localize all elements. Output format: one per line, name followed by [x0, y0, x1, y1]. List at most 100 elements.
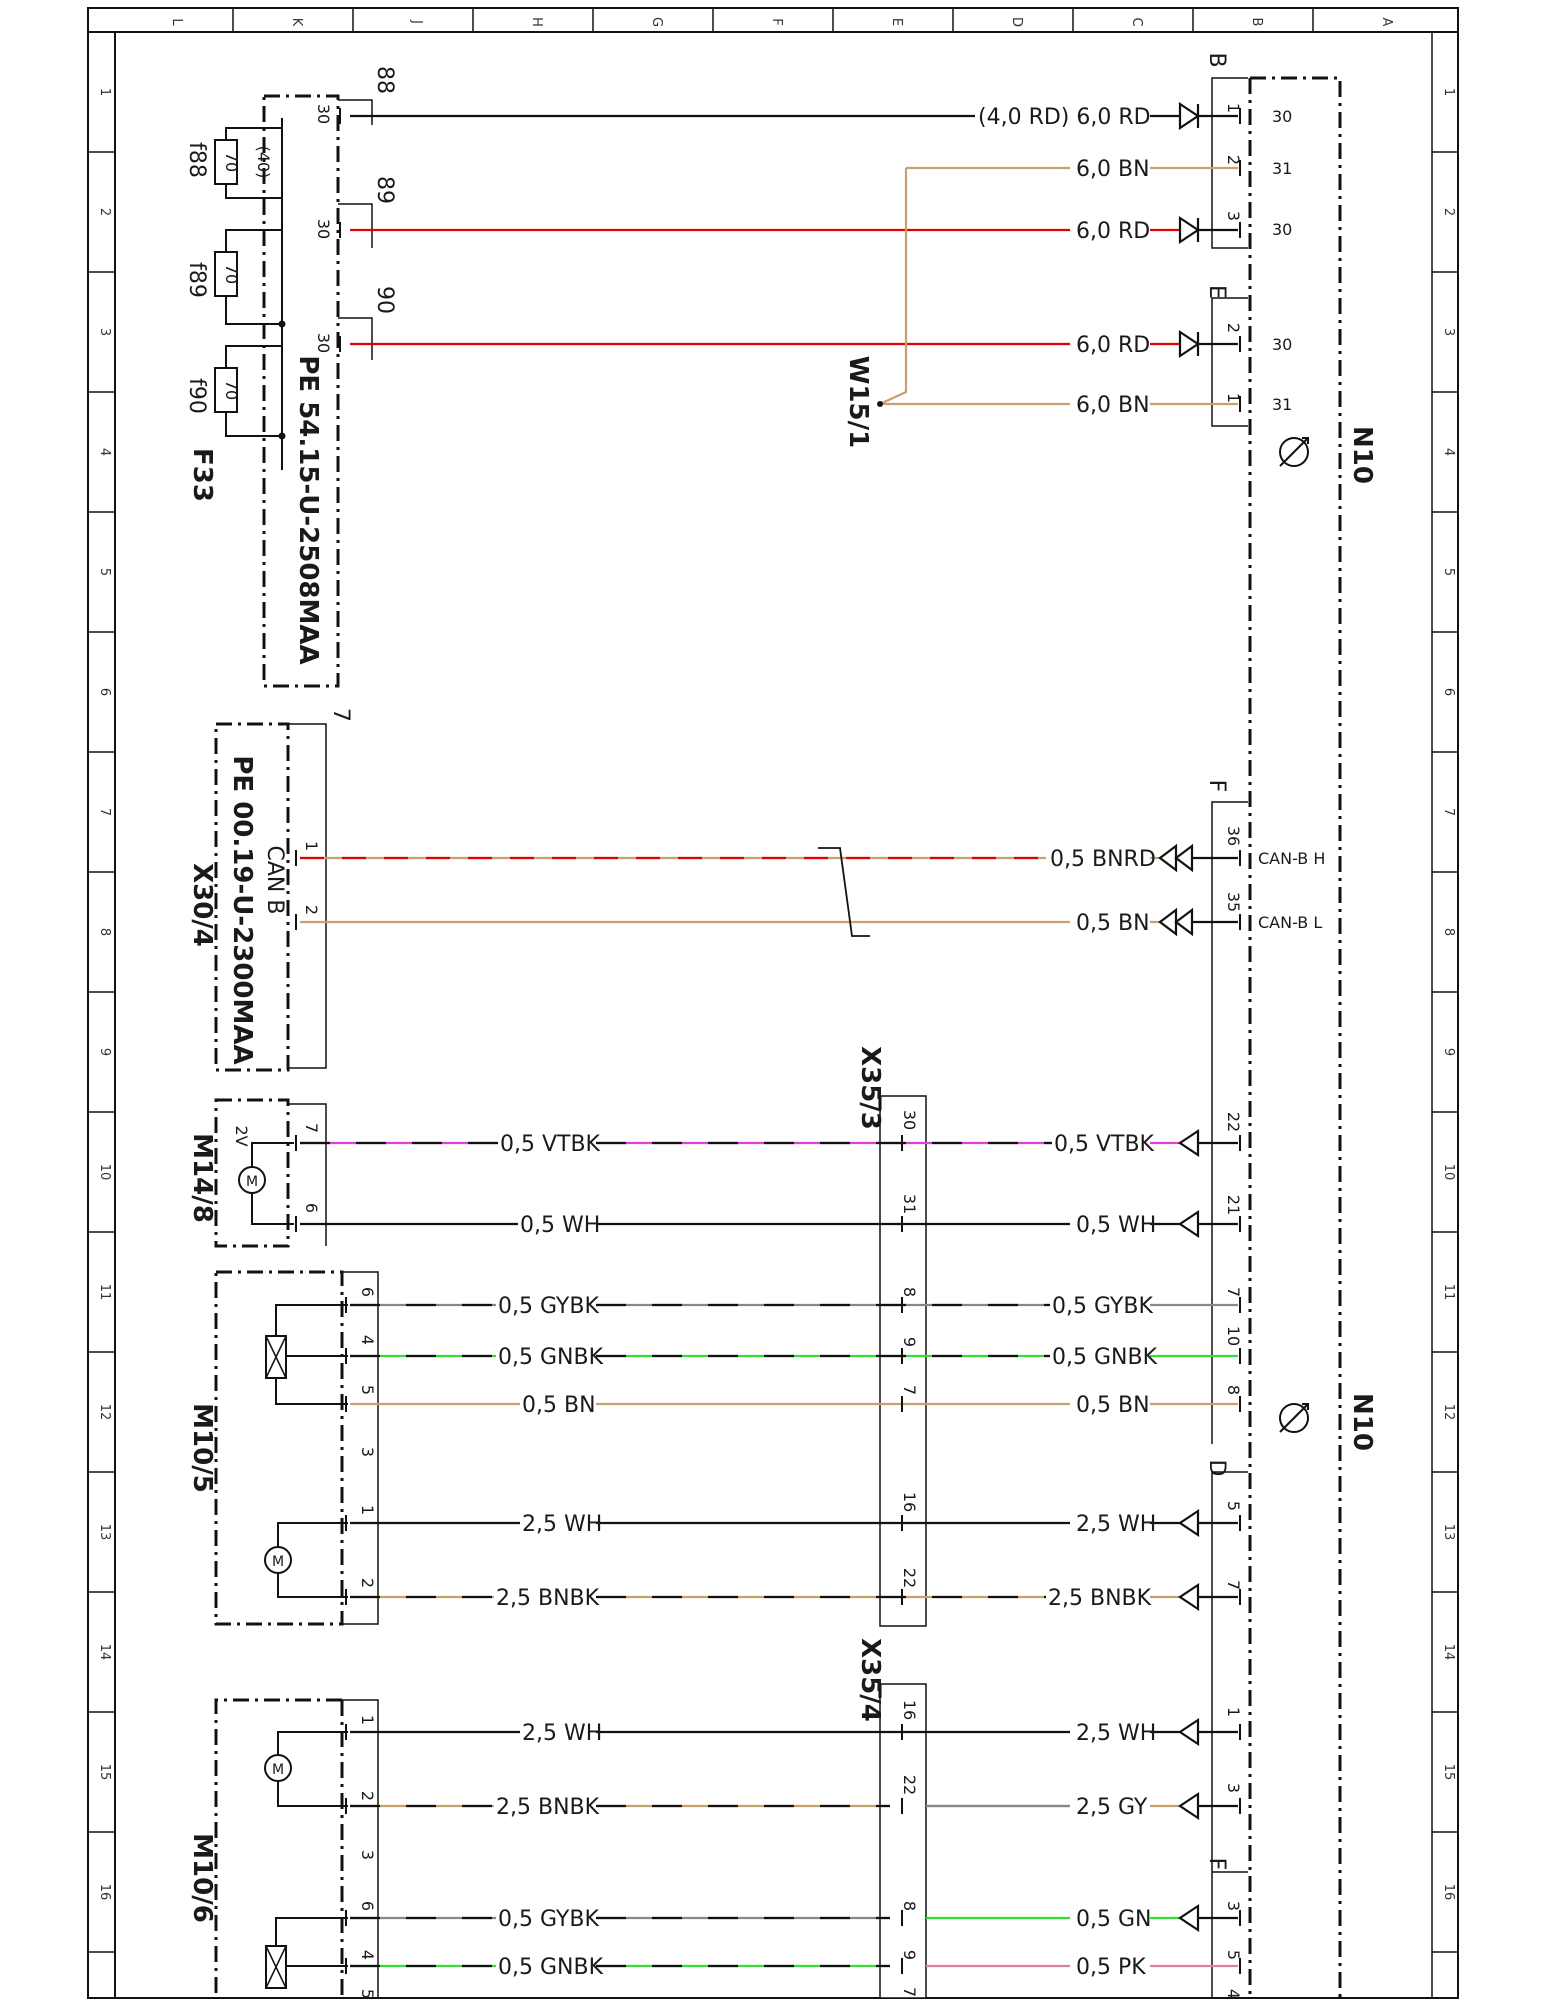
pin-number: 8: [1224, 1385, 1243, 1395]
wire-label: 2,5 WH: [522, 1721, 602, 1746]
terminal-number: 30: [1272, 335, 1292, 354]
col-label: F: [769, 18, 784, 25]
svg-text:M: M: [246, 1174, 258, 1190]
wire-label: 0,5 BNRD: [1050, 847, 1156, 872]
wires: [300, 114, 1238, 1968]
fuse-value: 70: [222, 380, 241, 400]
component-x35-3[interactable]: 30 31 8 9 7 16 22 X35/3: [855, 1046, 927, 1627]
row-label: 4: [1441, 448, 1456, 456]
wire-label: 0,5 GYBK: [498, 1294, 599, 1319]
pin-number: 2: [358, 1791, 377, 1801]
row-label: 13: [1441, 1524, 1456, 1541]
pin-number: 9: [900, 1337, 919, 1347]
terminal-number: 31: [1272, 395, 1292, 414]
col-label: H: [529, 17, 544, 27]
terminal-number: 88: [372, 66, 397, 94]
connection-arrows: [1158, 101, 1238, 1933]
pin-number: 7: [900, 1987, 919, 1997]
bus-label: CAN B: [262, 846, 287, 915]
wire-ground-1[interactable]: [879, 166, 1238, 405]
pin-number: 1: [302, 841, 321, 851]
row-label: 8: [1441, 928, 1456, 936]
row-label: 12: [1441, 1404, 1456, 1421]
pin-number: 1: [358, 1715, 377, 1725]
col-label: B: [1249, 18, 1264, 27]
fuse-id: f89: [184, 262, 209, 298]
row-label: 3: [1441, 328, 1456, 336]
wire-label: 6,0 BN: [1076, 393, 1150, 418]
pin-number: 2: [302, 905, 321, 915]
pin-number: 6: [358, 1901, 377, 1911]
row-label: 16: [1441, 1884, 1456, 1901]
component-m10-5[interactable]: M 6 4 5 3 1 2 M10/5: [187, 1270, 379, 1626]
row-label: 6: [1441, 688, 1456, 696]
fuse-value: 70: [222, 264, 241, 284]
row-label: 9: [1441, 1048, 1456, 1056]
component-w15-1[interactable]: W15/1: [843, 356, 883, 448]
fuse-id: f88: [184, 142, 209, 178]
pin-number: 16: [900, 1700, 919, 1720]
row-label: 7: [1441, 808, 1456, 816]
row-label: 14: [97, 1644, 112, 1661]
component-f33[interactable]: 70 (40) 70 70 f88 f89 f90 F33 PE 54.15-U…: [184, 66, 397, 688]
wire-label: 0,5 GNBK: [498, 1955, 604, 1980]
component-label-x30-4: X30/4: [187, 863, 217, 947]
fuse-alt-value: (40): [254, 146, 273, 179]
wire-label: 0,5 VTBK: [500, 1132, 601, 1157]
connector-letter: D: [1204, 1460, 1229, 1477]
connector-letter: E: [1204, 285, 1229, 299]
component-x35-4[interactable]: 16 22 8 9 7 X35/4: [855, 1638, 927, 1999]
wire-label: 0,5 PK: [1076, 1955, 1146, 1980]
row-ticks: [88, 32, 1458, 1998]
component-label-f33: F33: [187, 448, 217, 502]
electronic-unit-icon: [1279, 437, 1309, 467]
wire-label: 0,5 GNBK: [498, 1345, 604, 1370]
component-label-n10: N10: [1347, 426, 1377, 484]
component-n10[interactable]: B E F D F 1 2 3 2 1 30 31 30 30 31 36 35…: [1204, 52, 1377, 1999]
wire-label: 0,5 GNBK: [1052, 1345, 1158, 1370]
pin-number: 3: [358, 1850, 377, 1860]
wire-label: 2,5 WH: [1076, 1512, 1156, 1537]
pin-number: 3: [1224, 211, 1243, 221]
component-m10-6[interactable]: M 1 2 3 6 4 5 M10/6: [187, 1698, 379, 1999]
column-letters: L K J H G F E D C B A: [169, 17, 1394, 27]
pin-number: 4: [358, 1335, 377, 1345]
pin-number: 6: [302, 1203, 321, 1213]
connector-letter: F: [1204, 780, 1229, 793]
pin-number: 2: [1224, 323, 1243, 333]
pin-number: 4: [1224, 1989, 1243, 1999]
row-label: 10: [97, 1164, 112, 1181]
wire-label: 2,5 WH: [522, 1512, 602, 1537]
wire-label: 6,0 RD: [1076, 333, 1150, 358]
fuse-value: 70: [222, 152, 241, 172]
pin-number: 31: [900, 1194, 919, 1214]
wire-label: 0,5 BN: [1076, 1393, 1150, 1418]
pin-number: 7: [1224, 1580, 1243, 1590]
component-label-w15-1: W15/1: [843, 356, 873, 448]
pin-number: 4: [358, 1950, 377, 1960]
terminal-number: 31: [1272, 159, 1292, 178]
pin-number: 35: [1224, 892, 1243, 912]
terminal-number: 89: [372, 176, 397, 204]
row-label: 15: [97, 1764, 112, 1781]
pin-number: 3: [1224, 1901, 1243, 1911]
outer-frame: [87, 7, 1459, 1999]
pin-number: 5: [1224, 1501, 1243, 1511]
col-label: K: [289, 18, 304, 27]
pin-number: 22: [1224, 1112, 1243, 1132]
row-label: 9: [97, 1048, 112, 1056]
pin-number: 22: [900, 1775, 919, 1795]
row-label: 6: [97, 688, 112, 696]
row-label: 15: [1441, 1764, 1456, 1781]
can-high-label: CAN-B H: [1258, 849, 1325, 868]
pin-number: 6: [358, 1287, 377, 1297]
component-m14-8[interactable]: M 2V 7 6 M14/8: [187, 1098, 327, 1248]
wire-label: 0,5 WH: [1076, 1213, 1156, 1238]
pin-number: 30: [314, 333, 333, 353]
pin-number: 21: [1224, 1195, 1243, 1215]
row-label: 5: [97, 568, 112, 576]
col-label: L: [169, 18, 184, 26]
pin-number: 36: [1224, 826, 1243, 846]
component-x30-4[interactable]: 7 1 2 CAN B PE 00.19-U-2300MAA X30/4: [187, 708, 353, 1072]
